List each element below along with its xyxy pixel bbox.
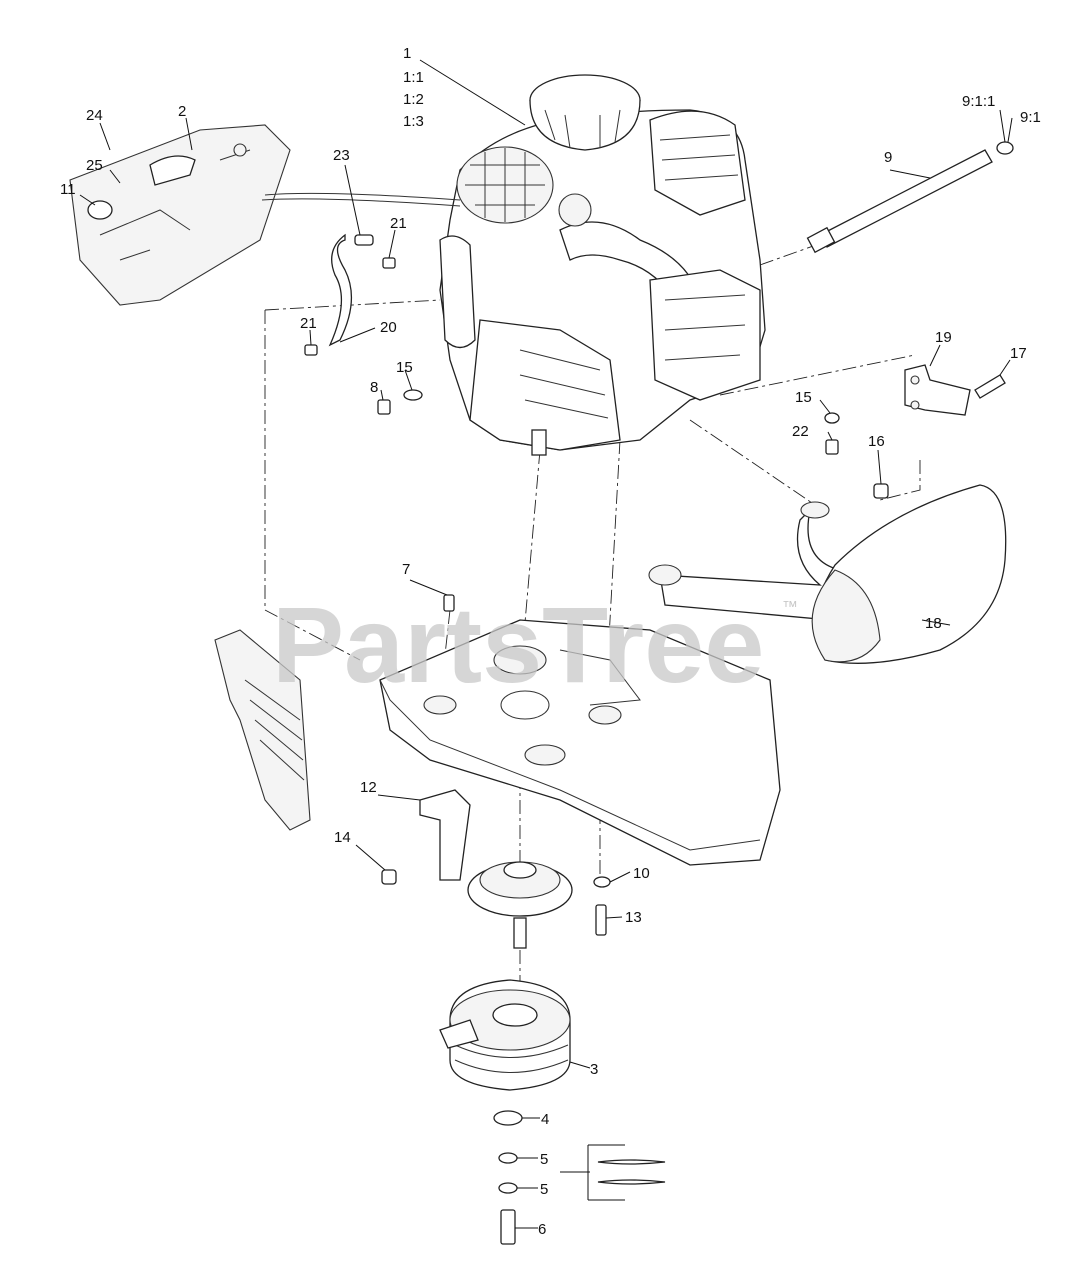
callout-14: 14 — [334, 829, 351, 846]
callout-3: 3 — [590, 1061, 598, 1078]
callout-21-lower: 21 — [300, 315, 317, 332]
callout-labels: 1 1:1 1:2 1:3 2 24 25 11 23 21 21 20 8 1… — [60, 45, 1041, 1238]
callout-2: 2 — [178, 103, 186, 120]
air-cleaner — [529, 74, 641, 151]
callout-6: 6 — [538, 1221, 546, 1238]
pulley-fasteners — [593, 876, 611, 936]
side-shield — [214, 629, 311, 831]
spacer-detail-inset — [560, 1144, 666, 1201]
callout-7: 7 — [402, 561, 410, 578]
engine-assembly — [439, 74, 766, 456]
callout-1-2: 1:2 — [403, 91, 424, 108]
callout-13: 13 — [625, 909, 642, 926]
callout-5-lower: 5 — [540, 1181, 548, 1198]
muffler — [648, 484, 1007, 664]
callout-9-1-1: 9:1:1 — [962, 93, 995, 110]
leader-lines — [79, 59, 1013, 1229]
muffler-fasteners — [824, 412, 889, 499]
callout-4: 4 — [541, 1111, 549, 1128]
callout-12: 12 — [360, 779, 377, 796]
muffler-bracket — [904, 364, 1006, 416]
watermark-trademark: ™ — [782, 599, 798, 616]
callout-9-1: 9:1 — [1020, 109, 1041, 126]
callout-20: 20 — [380, 319, 397, 336]
callout-1-3: 1:3 — [403, 113, 424, 130]
pto-clutch — [439, 979, 571, 1091]
callout-15-left: 15 — [396, 359, 413, 376]
callout-8: 8 — [370, 379, 378, 396]
callout-25: 25 — [86, 157, 103, 174]
pulley — [467, 861, 573, 949]
callout-5-upper: 5 — [540, 1151, 548, 1168]
callout-1-1: 1:1 — [403, 69, 424, 86]
callout-21-upper: 21 — [390, 215, 407, 232]
fuel-hose — [328, 233, 374, 347]
idler-bracket — [381, 789, 471, 885]
deck-bolt — [443, 594, 455, 612]
callout-11: 11 — [60, 181, 76, 198]
throttle-bracket — [69, 124, 461, 306]
watermark: PartsTree ™ — [272, 584, 798, 705]
frame-plate — [379, 619, 781, 866]
callout-10: 10 — [633, 865, 650, 882]
clutch-fasteners — [493, 1110, 523, 1245]
watermark-text: PartsTree — [272, 584, 764, 705]
exhaust-tube — [806, 141, 1014, 254]
hose-clamps — [304, 257, 396, 356]
callout-24: 24 — [86, 107, 103, 124]
engine-bolt-washer — [377, 389, 423, 415]
callout-19: 19 — [935, 329, 952, 346]
callout-17: 17 — [1010, 345, 1027, 362]
callout-15-right: 15 — [795, 389, 812, 406]
callout-1: 1 — [403, 45, 411, 62]
callout-16: 16 — [868, 433, 885, 450]
callout-23: 23 — [333, 147, 350, 164]
callout-22: 22 — [792, 423, 809, 440]
callout-9: 9 — [884, 149, 892, 166]
callout-18: 18 — [925, 615, 942, 632]
fan-grille — [456, 146, 554, 224]
